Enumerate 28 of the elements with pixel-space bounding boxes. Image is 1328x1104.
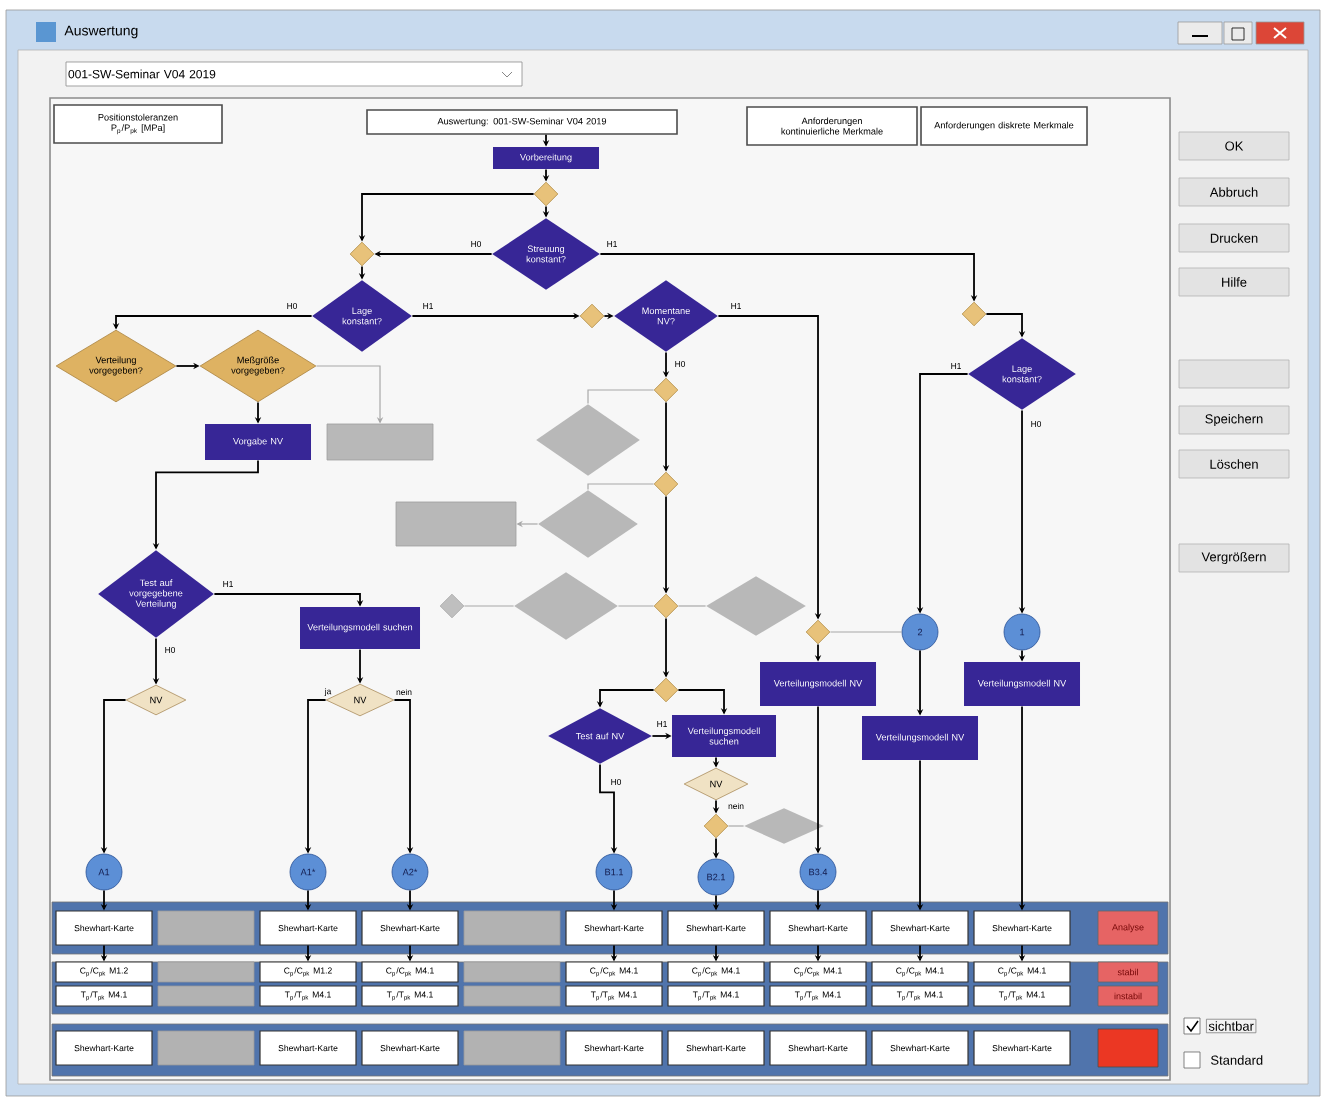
junction-diamond	[653, 377, 679, 403]
inactive-box	[326, 423, 434, 461]
status-cell	[1097, 1028, 1159, 1068]
junction-diamond	[439, 593, 465, 619]
inactive-cell	[463, 961, 561, 983]
push-button	[1178, 359, 1290, 389]
inactive-box	[395, 501, 517, 547]
junction-diamond	[579, 303, 605, 329]
inactive-diamond	[706, 576, 806, 636]
junction-diamond	[653, 677, 679, 703]
inactive-cell	[157, 961, 255, 983]
junction-diamond	[805, 619, 831, 645]
inactive-cell	[463, 910, 561, 946]
inactive-cell	[463, 1030, 561, 1066]
inactive-diamond	[536, 404, 640, 476]
junction-diamond	[961, 301, 987, 327]
inactive-diamond	[514, 572, 618, 640]
junction-diamond	[653, 471, 679, 497]
junction-diamond	[533, 181, 559, 207]
junction-diamond	[349, 241, 375, 267]
inactive-cell	[157, 910, 255, 946]
inactive-cell	[463, 985, 561, 1007]
junction-diamond	[653, 593, 679, 619]
inactive-cell	[157, 1030, 255, 1066]
junction-diamond	[703, 813, 729, 839]
inactive-diamond	[744, 808, 824, 844]
inactive-diamond	[538, 490, 638, 558]
inactive-cell	[157, 985, 255, 1007]
